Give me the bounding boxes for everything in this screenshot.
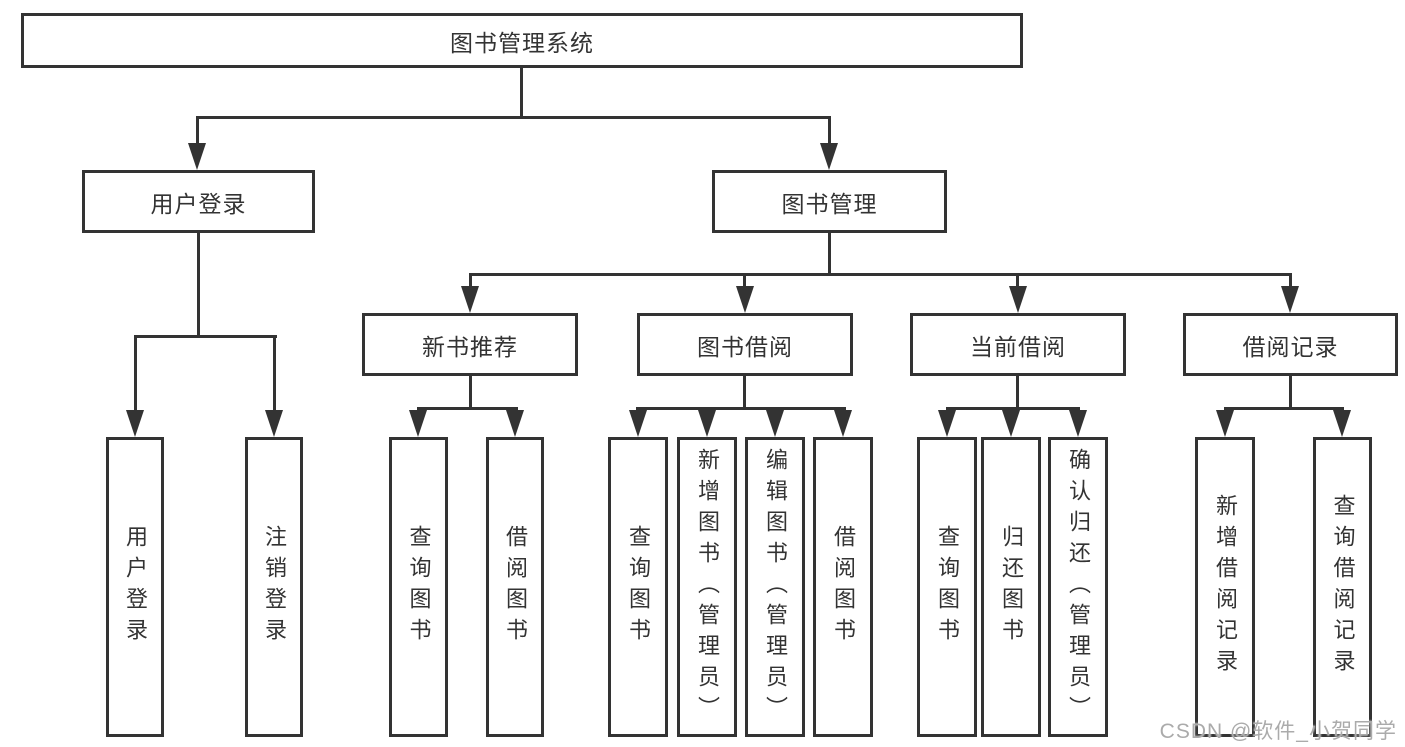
leaf-current-confirm-return-admin-label: 确认归还（管理员） (1066, 447, 1091, 727)
arrow-down-icon (1333, 410, 1351, 437)
connector-line (469, 273, 1292, 276)
connector-line (1016, 376, 1019, 410)
connector-line (520, 68, 523, 119)
node-book-borrowing-label: 图书借阅 (697, 333, 793, 360)
arrow-down-icon (698, 410, 716, 437)
connector-line (828, 116, 831, 148)
leaf-borrowing-add-books-admin: 新增图书（管理员） (677, 437, 737, 737)
arrow-down-icon (1009, 286, 1027, 313)
arrow-down-icon (834, 410, 852, 437)
connector-line (469, 376, 472, 410)
arrow-down-icon (629, 410, 647, 437)
arrow-down-icon (506, 410, 524, 437)
leaf-records-add-record-label: 新增借阅记录 (1213, 494, 1238, 680)
leaf-logout-login-label: 注销登录 (262, 525, 287, 649)
connector-line (946, 407, 1080, 410)
arrow-down-icon (188, 143, 206, 170)
node-borrow-records: 借阅记录 (1183, 313, 1398, 376)
node-library-system-label: 图书管理系统 (450, 29, 594, 56)
leaf-current-confirm-return-admin: 确认归还（管理员） (1048, 437, 1108, 737)
connector-line (134, 335, 277, 338)
connector-line (743, 273, 746, 291)
node-current-borrowing-label: 当前借阅 (970, 333, 1066, 360)
arrow-down-icon (1216, 410, 1234, 437)
arrow-down-icon (409, 410, 427, 437)
leaf-newbook-query-books: 查询图书 (389, 437, 448, 737)
leaf-records-query-record-label: 查询借阅记录 (1330, 494, 1356, 680)
connector-line (1016, 273, 1019, 291)
arrow-down-icon (1281, 286, 1299, 313)
arrow-down-icon (938, 410, 956, 437)
leaf-logout-login: 注销登录 (245, 437, 303, 737)
node-current-borrowing: 当前借阅 (910, 313, 1126, 376)
leaf-borrowing-query-books: 查询图书 (608, 437, 668, 737)
leaf-user-login-label: 用户登录 (123, 525, 148, 649)
leaf-borrowing-add-books-admin-label: 新增图书（管理员） (695, 447, 720, 727)
node-borrow-records-label: 借阅记录 (1242, 333, 1339, 360)
leaf-records-add-record: 新增借阅记录 (1195, 437, 1255, 737)
leaf-newbook-borrow-books-label: 借阅图书 (503, 525, 528, 649)
node-book-management: 图书管理 (712, 170, 947, 233)
connector-line (417, 407, 518, 410)
node-library-system: 图书管理系统 (21, 13, 1023, 68)
arrow-down-icon (1069, 410, 1087, 437)
connector-line (196, 116, 199, 148)
csdn-watermark: CSDN @软件_小贺同学 (1159, 720, 1397, 743)
connector-line (196, 116, 831, 119)
arrow-down-icon (461, 286, 479, 313)
leaf-current-query-books-label: 查询图书 (935, 525, 960, 649)
connector-line (1289, 376, 1292, 410)
leaf-current-return-books-label: 归还图书 (999, 525, 1024, 649)
arrow-down-icon (1002, 410, 1020, 437)
connector-line (469, 273, 472, 291)
node-book-borrowing: 图书借阅 (637, 313, 853, 376)
node-new-book-recommend: 新书推荐 (362, 313, 578, 376)
leaf-newbook-borrow-books: 借阅图书 (486, 437, 544, 737)
leaf-borrowing-edit-books-admin-label: 编辑图书（管理员） (763, 447, 788, 727)
connector-line (743, 376, 746, 410)
leaf-newbook-query-books-label: 查询图书 (406, 525, 432, 649)
leaf-borrowing-borrow-books-label: 借阅图书 (831, 525, 856, 649)
connector-line (636, 407, 846, 410)
arrow-down-icon (126, 410, 144, 437)
node-new-book-recommend-label: 新书推荐 (422, 333, 518, 360)
leaf-borrowing-borrow-books: 借阅图书 (813, 437, 873, 737)
arrow-down-icon (766, 410, 784, 437)
arrow-down-icon (820, 143, 838, 170)
leaf-records-query-record: 查询借阅记录 (1313, 437, 1372, 737)
node-user-login-label: 用户登录 (150, 190, 247, 217)
leaf-user-login: 用户登录 (106, 437, 164, 737)
connector-line (273, 335, 276, 415)
connector-line (1224, 407, 1344, 410)
node-book-management-label: 图书管理 (781, 190, 878, 217)
leaf-borrowing-edit-books-admin: 编辑图书（管理员） (745, 437, 805, 737)
arrow-down-icon (736, 286, 754, 313)
node-user-login: 用户登录 (82, 170, 315, 233)
arrow-down-icon (265, 410, 283, 437)
leaf-borrowing-query-books-label: 查询图书 (626, 525, 651, 649)
connector-line (828, 233, 831, 276)
connector-line (1289, 273, 1292, 291)
leaf-current-return-books: 归还图书 (981, 437, 1041, 737)
connector-line (134, 335, 137, 415)
connector-line (197, 233, 200, 338)
leaf-current-query-books: 查询图书 (917, 437, 977, 737)
